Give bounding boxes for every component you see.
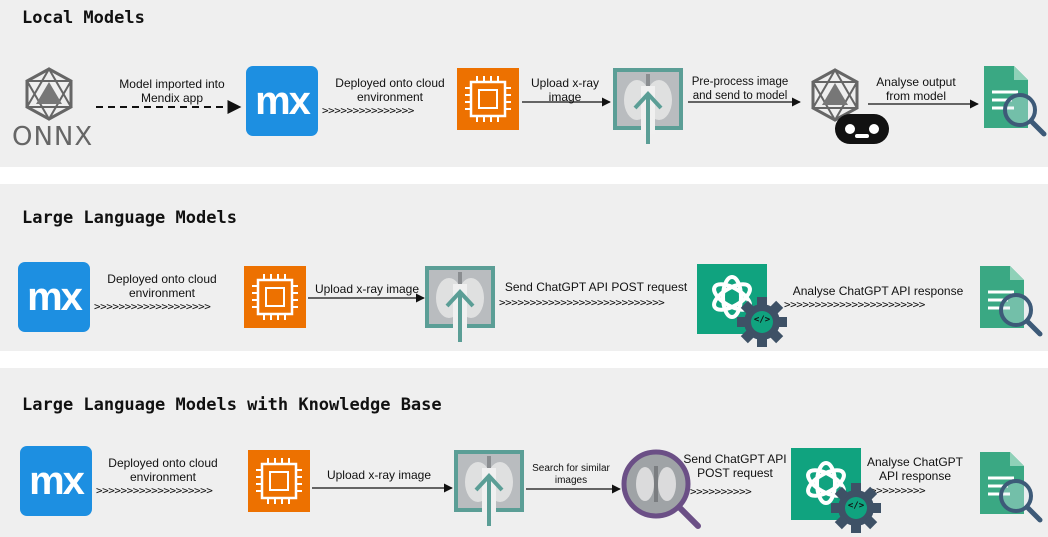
- step-label-preprocess: Pre-process image and send to model: [691, 76, 789, 102]
- step-label-upload: Upload x-ray image: [530, 76, 600, 104]
- dashed-chevron-arrow: >>>>>>>>>>>>>>>>>>>>>>>: [784, 298, 925, 311]
- step-label-deployed: Deployed onto cloud environment: [335, 76, 445, 104]
- section-title: Large Language Models with Knowledge Bas…: [22, 395, 442, 415]
- step-label-send: Send ChatGPT API POST request: [683, 452, 787, 480]
- ec2-chip-icon: [244, 266, 306, 328]
- onnx-logo-icon: [25, 67, 73, 121]
- step-label-upload: Upload x-ray image: [314, 282, 420, 296]
- step-label-search: Search for similar images: [532, 463, 610, 486]
- ec2-chip-icon: [457, 68, 519, 130]
- step-label-send: Send ChatGPT API POST request: [504, 280, 688, 294]
- dashed-chevron-arrow: >>>>>>>>>>>>>>>>>>>: [96, 484, 213, 497]
- step-label-deployed: Deployed onto cloud environment: [108, 456, 218, 484]
- code-icon: </>: [753, 315, 771, 325]
- mendix-logo-text: mx: [29, 458, 85, 503]
- step-label-deployed: Deployed onto cloud environment: [107, 272, 217, 300]
- code-icon: </>: [847, 501, 865, 511]
- dashed-chevron-arrow: >>>>>>>>>>: [690, 485, 752, 498]
- dashed-chevron-arrow: >>>>>>>>>>>>>>>>>>>>>>>>>>>: [499, 296, 665, 309]
- mendix-logo: mx: [20, 446, 92, 516]
- dashed-chevron-arrow: >>>>>>>>>>>>>>>: [322, 104, 414, 117]
- section-title: Large Language Models: [22, 208, 237, 228]
- mendix-logo: mx: [246, 66, 318, 136]
- dashed-chevron-arrow: >>>>>>>>>>>>>>>>>>>: [94, 300, 211, 313]
- llm-panel: [0, 184, 1048, 351]
- step-label-model-imported: Model imported into Mendix app: [119, 77, 225, 105]
- model-robot-icon: [811, 68, 889, 144]
- mendix-logo-text: mx: [255, 78, 311, 123]
- mendix-logo: mx: [18, 262, 90, 332]
- step-label-upload: Upload x-ray image: [326, 468, 432, 482]
- mendix-logo-text: mx: [27, 274, 83, 319]
- step-label-analyse: Analyse ChatGPT API response: [866, 455, 964, 483]
- onnx-logo-text: ONNX: [12, 122, 94, 152]
- ec2-chip-icon: [248, 450, 310, 512]
- step-label-analyse: Analyse ChatGPT API response: [792, 284, 964, 298]
- section-title: Local Models: [22, 8, 145, 28]
- dashed-chevron-arrow: >>>>>>>>>: [870, 484, 926, 497]
- step-label-analyse: Analyse output from model: [876, 75, 956, 103]
- xray-search-artwork: [621, 449, 701, 529]
